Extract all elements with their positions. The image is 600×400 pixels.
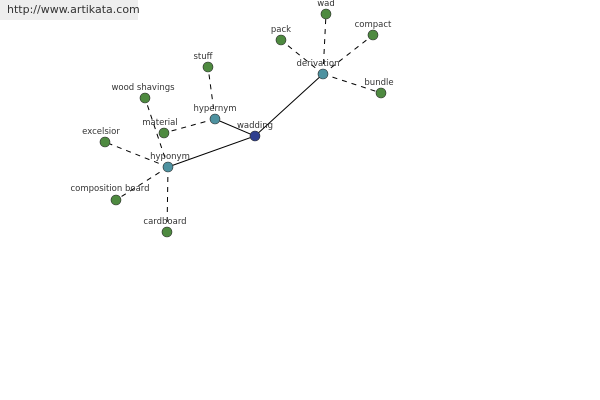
edge-wadding-hyponym: [167, 135, 256, 168]
nodes: [99, 8, 387, 238]
edge-derivation-wad: [322, 13, 327, 75]
edge-hypernym-material: [163, 118, 216, 134]
label-composition-board[interactable]: composition board: [70, 184, 149, 194]
node-wad[interactable]: [320, 8, 332, 20]
label-excelsior[interactable]: excelsior: [82, 127, 120, 137]
node-compact[interactable]: [367, 29, 379, 41]
node-stuff[interactable]: [202, 61, 214, 73]
label-pack[interactable]: pack: [271, 25, 291, 35]
label-hyponym[interactable]: hyponym: [150, 152, 190, 162]
labels: wadding hypernym hyponym derivation stuf…: [70, 0, 393, 227]
node-hypernym[interactable]: [209, 113, 221, 125]
edge-wadding-hypernym: [214, 118, 256, 137]
edge-derivation-bundle: [322, 73, 382, 94]
node-material[interactable]: [158, 127, 170, 139]
edge-derivation-compact: [322, 34, 374, 75]
node-bundle[interactable]: [375, 87, 387, 99]
label-derivation[interactable]: derivation: [296, 59, 339, 69]
edge-hyponym-cardboard: [166, 166, 169, 233]
node-wadding[interactable]: [249, 130, 261, 142]
node-wood-shavings[interactable]: [139, 92, 151, 104]
edge-wadding-derivation: [254, 73, 324, 137]
edge-hypernym-stuff: [207, 66, 216, 120]
label-wad[interactable]: wad: [317, 0, 335, 9]
label-cardboard[interactable]: cardboard: [143, 217, 186, 227]
label-stuff[interactable]: stuff: [193, 52, 213, 62]
node-pack[interactable]: [275, 34, 287, 46]
label-wood-shavings[interactable]: wood shavings: [111, 83, 175, 93]
label-bundle[interactable]: bundle: [364, 78, 393, 88]
edge-hyponym-excelsior: [104, 141, 169, 168]
main-edges: [167, 73, 324, 168]
label-compact[interactable]: compact: [355, 20, 392, 30]
artikata-url[interactable]: http://www.artikata.com: [0, 0, 140, 20]
label-wadding[interactable]: wadding: [237, 121, 273, 131]
node-composition-board[interactable]: [110, 194, 122, 206]
label-material[interactable]: material: [142, 118, 177, 128]
node-hyponym[interactable]: [162, 161, 174, 173]
node-derivation[interactable]: [317, 68, 329, 80]
edge-hyponym-composition-board: [115, 166, 169, 201]
node-excelsior[interactable]: [99, 136, 111, 148]
relation-edges: [104, 13, 382, 233]
edge-hyponym-wood-shavings: [144, 97, 169, 168]
label-hypernym[interactable]: hypernym: [193, 104, 236, 114]
node-cardboard[interactable]: [161, 226, 173, 238]
